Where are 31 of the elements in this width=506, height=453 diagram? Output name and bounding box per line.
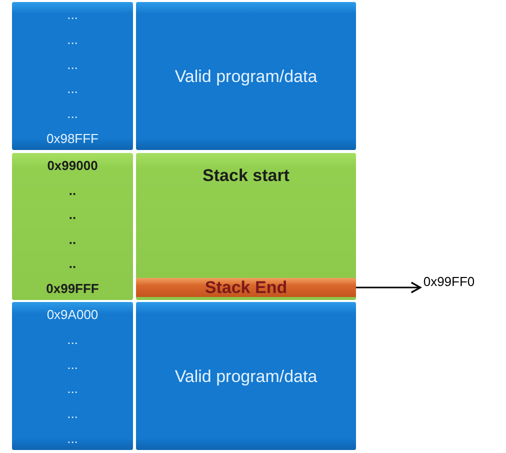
ellipsis: ..: [68, 257, 76, 272]
ellipsis: ...: [67, 82, 78, 96]
ellipsis: ...: [67, 432, 78, 446]
region-label: Stack start: [202, 165, 290, 186]
region-label: Stack End: [204, 277, 288, 298]
region-label: Valid program/data: [174, 66, 318, 86]
ellipsis: ..: [68, 208, 76, 222]
stack-block: [12, 153, 133, 300]
address-label: 0x99FFF: [46, 282, 99, 296]
memory-block: [136, 302, 356, 450]
address-label: 0x99000: [47, 159, 98, 173]
ellipsis: ...: [67, 107, 78, 122]
memory-block: [12, 302, 133, 450]
ellipsis: ...: [67, 407, 78, 422]
region-label: Valid program/data: [174, 366, 318, 386]
ellipsis: ...: [67, 358, 78, 372]
address-label: 0x9A000: [46, 308, 98, 322]
memory-block: [136, 2, 356, 150]
ellipsis: ...: [67, 58, 78, 72]
ellipsis: ...: [67, 32, 78, 47]
stack-end-band: [136, 278, 356, 297]
ellipsis: ...: [67, 8, 78, 22]
stack-block: [136, 153, 356, 300]
arrow: [356, 282, 422, 294]
memory-block: [12, 2, 133, 150]
ellipsis: ...: [67, 382, 78, 396]
ellipsis: ..: [68, 232, 76, 247]
address-label: 0x98FFF: [46, 132, 98, 146]
ellipsis: ..: [68, 184, 76, 198]
address-label: 0x99FF0: [423, 275, 475, 289]
ellipsis: ...: [67, 332, 78, 347]
